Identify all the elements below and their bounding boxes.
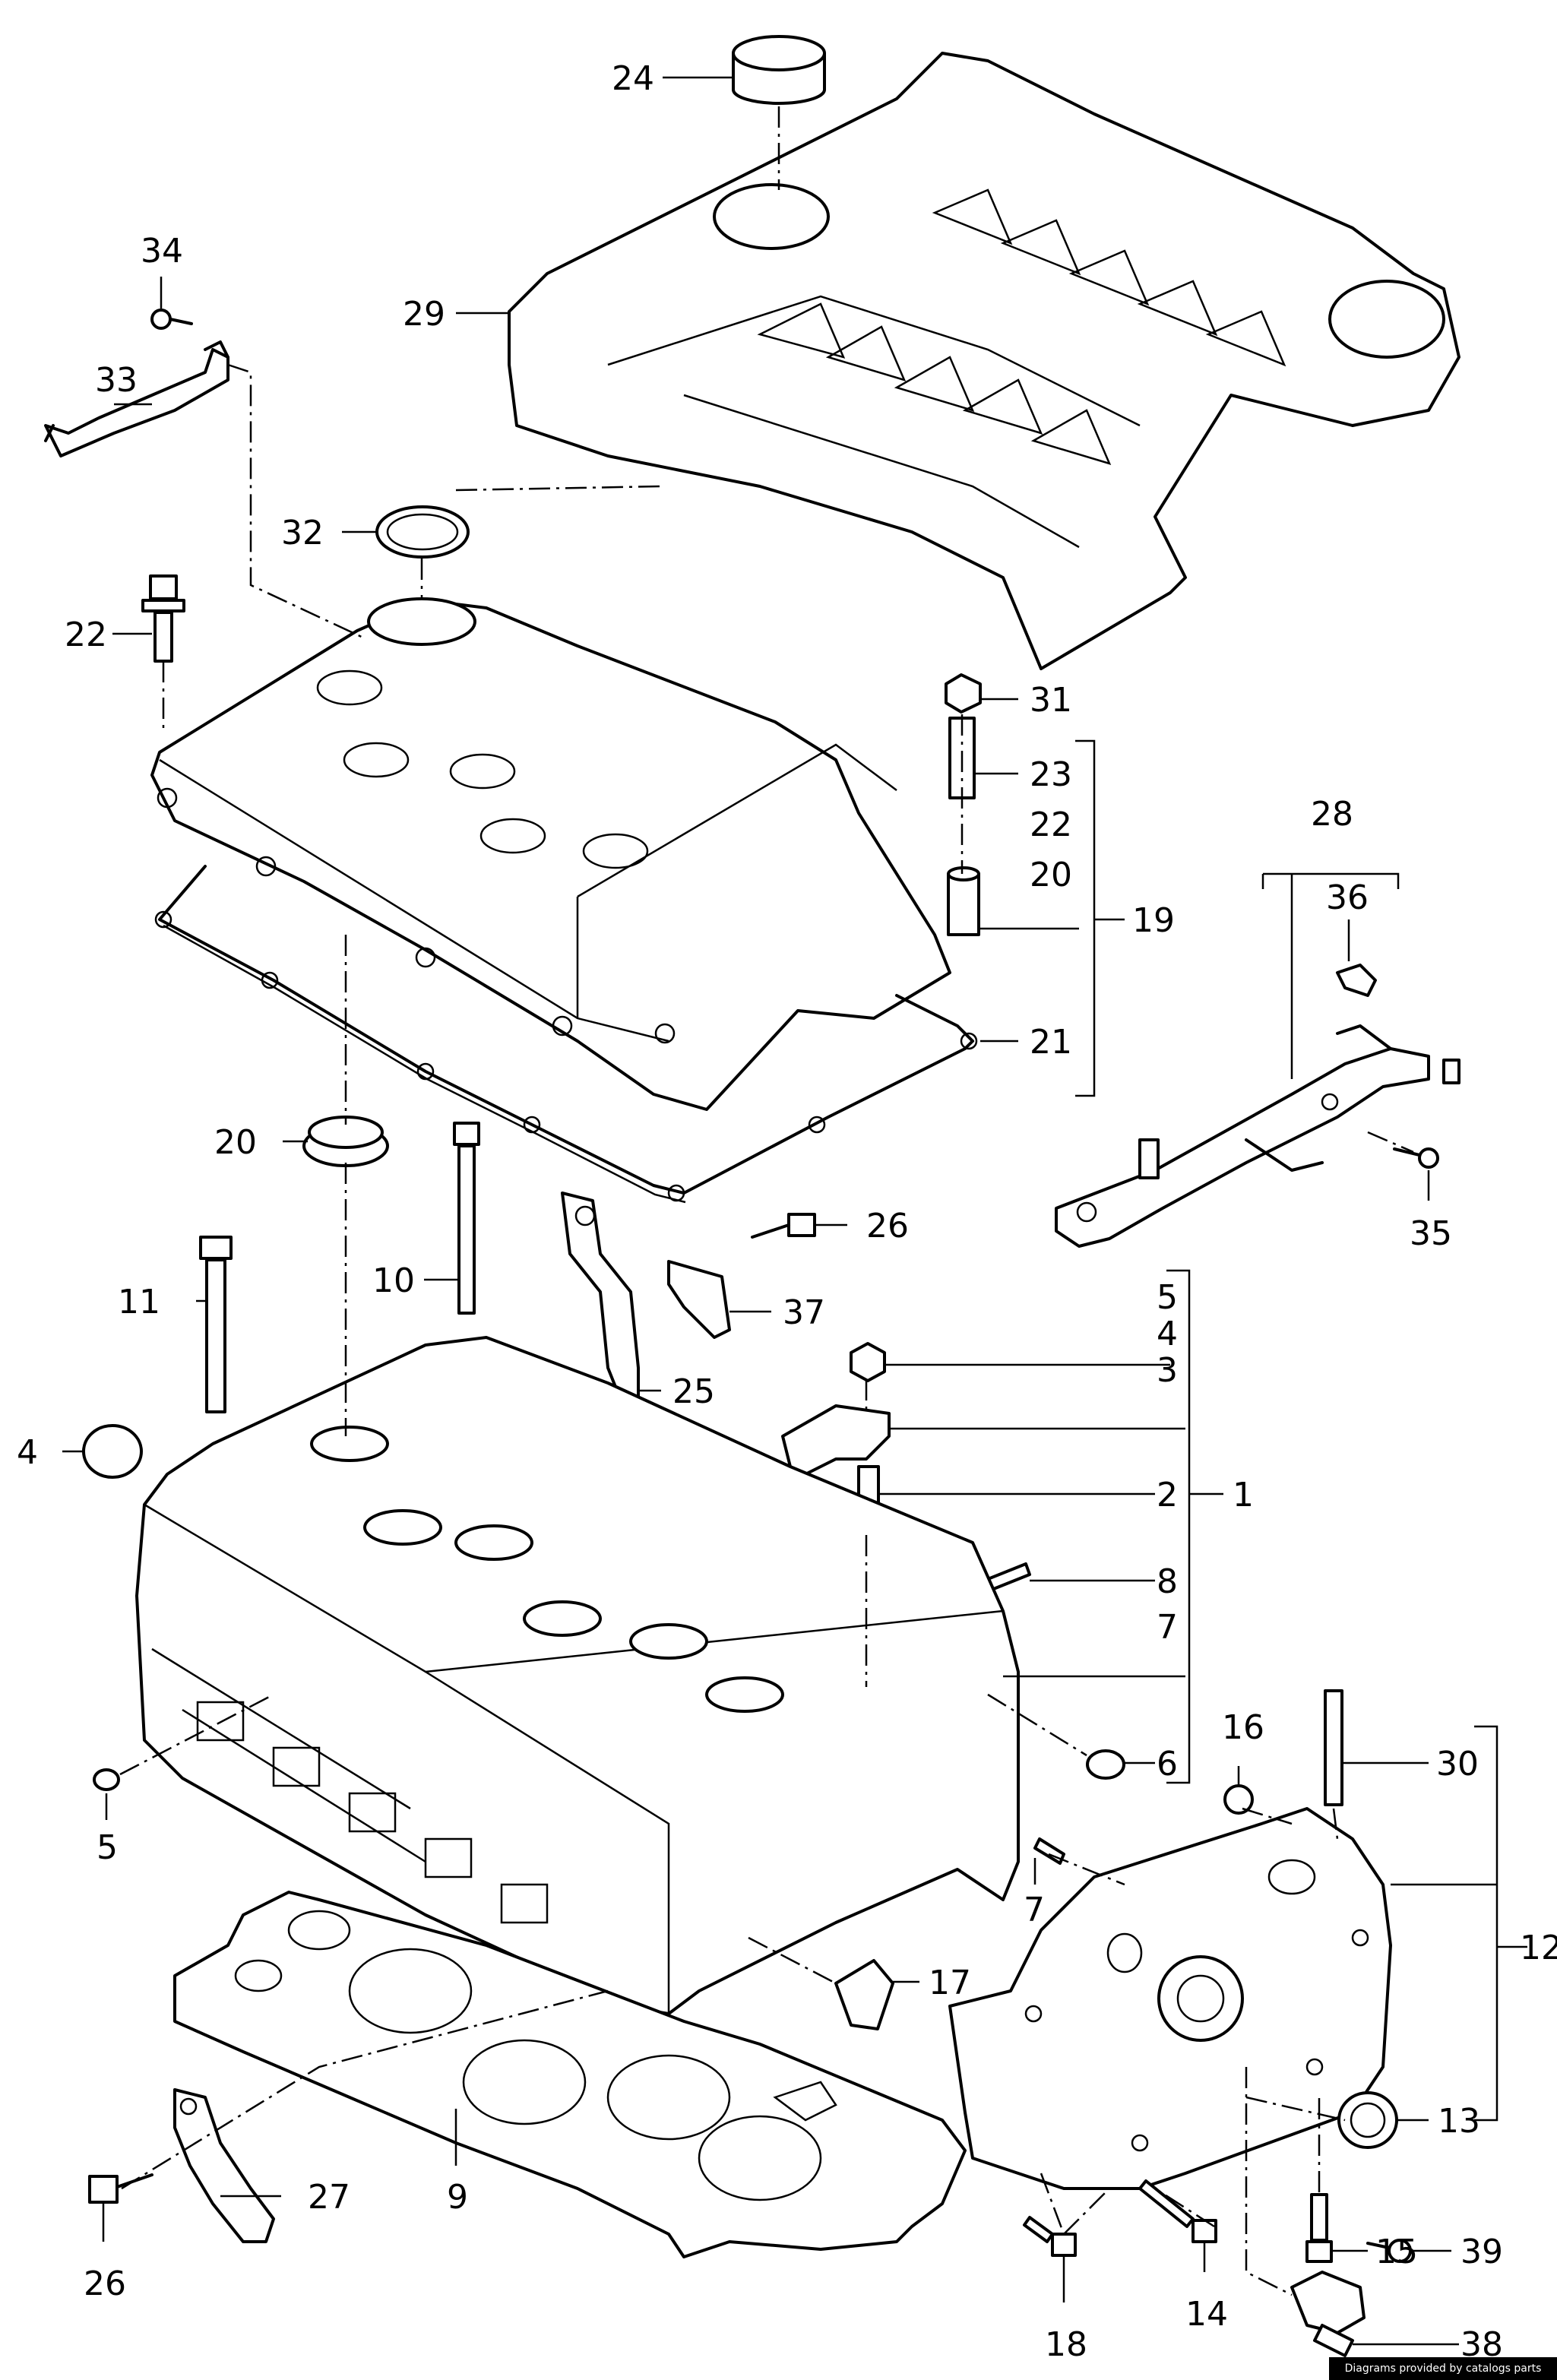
callout-15: 15	[1375, 2233, 1418, 2271]
callout-6: 6	[1157, 1745, 1178, 1783]
callout-35: 35	[1410, 1214, 1452, 1253]
valve-cover-gasket	[154, 865, 978, 1204]
callout-20-left: 20	[214, 1123, 257, 1162]
seal-ring-32	[375, 505, 470, 559]
nut-31	[945, 673, 982, 714]
callout-5-left: 5	[97, 1828, 118, 1867]
plug-4	[82, 1424, 143, 1479]
callout-30: 30	[1436, 1745, 1479, 1783]
credit-footer: Diagrams provided by catalogs parts	[1329, 2357, 1557, 2380]
callout-12: 12	[1520, 1929, 1557, 1967]
callout-22-right: 22	[1030, 805, 1072, 844]
callout-numbers: 24 29 34 33 32 22 31 23 22 20 19 21 28 3…	[17, 59, 1557, 2364]
bolt-35	[1393, 1147, 1439, 1169]
callout-33: 33	[95, 361, 138, 400]
o-ring-16	[1223, 1784, 1254, 1815]
callout-29: 29	[403, 295, 445, 334]
callout-10: 10	[372, 1261, 415, 1300]
callout-7-top: 7	[1157, 1608, 1178, 1647]
callout-20-right: 20	[1030, 856, 1072, 894]
callout-37: 37	[783, 1293, 825, 1332]
callout-3: 3	[1157, 1351, 1178, 1390]
bracket-assembly	[1055, 1024, 1460, 1248]
callout-13: 13	[1438, 2102, 1480, 2141]
bracket-37	[667, 1260, 731, 1339]
callout-14: 14	[1185, 2295, 1228, 2334]
bolt-26-bottom	[88, 2173, 153, 2204]
callout-4-right: 4	[1157, 1315, 1178, 1353]
bolt-22	[141, 574, 185, 663]
callout-4-left: 4	[17, 1433, 38, 1472]
assembly-axes	[119, 106, 1414, 2296]
callout-7-bottom: 7	[1024, 1891, 1045, 1929]
bolt-26-top	[751, 1213, 816, 1239]
callout-1: 1	[1233, 1476, 1254, 1514]
plug-6	[1086, 1749, 1125, 1780]
callout-16: 16	[1222, 1708, 1264, 1747]
seal-20-left	[302, 1116, 389, 1167]
bolt-11	[199, 1236, 233, 1413]
stud-30	[1324, 1689, 1343, 1806]
callout-9: 9	[447, 2178, 468, 2217]
callout-5-right: 5	[1157, 1278, 1178, 1317]
callout-2: 2	[1157, 1476, 1178, 1514]
callout-24: 24	[612, 59, 654, 98]
callout-11: 11	[118, 1283, 160, 1321]
callout-18: 18	[1045, 2325, 1087, 2364]
callout-27: 27	[308, 2178, 350, 2217]
plug-5	[93, 1768, 120, 1791]
gasket-17	[834, 1959, 894, 2030]
oil-filler-cap	[732, 35, 826, 105]
bolt-10	[453, 1122, 480, 1315]
bolt-34	[150, 309, 193, 330]
callout-36: 36	[1326, 878, 1369, 917]
callout-26-bottom: 26	[84, 2264, 126, 2303]
callout-26-top: 26	[866, 1207, 909, 1245]
callout-23: 23	[1030, 755, 1072, 794]
spacer-20-right	[947, 866, 980, 936]
engine-cover	[508, 52, 1460, 670]
head-gasket	[173, 1891, 967, 2258]
callout-8: 8	[1157, 1562, 1178, 1601]
callout-32: 32	[281, 514, 324, 552]
callout-22-left: 22	[65, 616, 107, 654]
callout-25: 25	[672, 1372, 715, 1411]
cylinder-head	[135, 1336, 1020, 2015]
callout-34: 34	[141, 232, 183, 271]
callout-39: 39	[1460, 2233, 1503, 2271]
sensor-38	[1290, 2271, 1366, 2357]
leader-lines	[62, 76, 1527, 2346]
bolt-14	[1138, 2179, 1217, 2243]
pin-7	[1033, 1837, 1065, 1865]
bolt-18	[1023, 2216, 1077, 2257]
bracket-27	[173, 2088, 275, 2243]
clip-36	[1336, 964, 1377, 997]
timing-cover	[948, 1807, 1392, 2190]
callout-21: 21	[1030, 1023, 1072, 1062]
callout-19: 19	[1132, 901, 1175, 940]
seal-13	[1337, 2091, 1398, 2149]
callout-28: 28	[1311, 795, 1353, 834]
bolt-15	[1305, 2193, 1333, 2263]
valve-cover	[150, 597, 951, 1111]
cover-bracket	[44, 340, 229, 457]
callout-17: 17	[929, 1964, 971, 2002]
callout-31: 31	[1030, 681, 1072, 720]
